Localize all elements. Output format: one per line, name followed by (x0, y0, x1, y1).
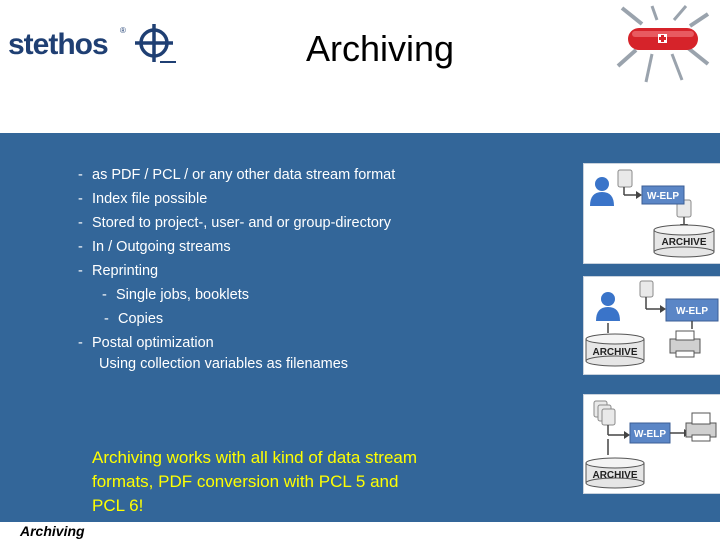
user-icon (596, 292, 620, 321)
documents-stack-icon (593, 400, 616, 426)
footer-label: Archiving (20, 523, 85, 539)
diagram-archive-flow-3: W-ELP ARCHIVE (583, 394, 720, 494)
printer-icon (685, 412, 717, 442)
logo-registered-mark: ® (120, 26, 126, 35)
list-item: -Index file possible (78, 191, 208, 207)
swiss-knife-icon (616, 5, 710, 83)
diagram-archive-flow-1: W-ELP ARCHIVE (583, 163, 720, 264)
user-icon (590, 177, 614, 206)
welp-label: W-ELP (647, 191, 679, 202)
document-icon (617, 169, 633, 188)
archive-label: ARCHIVE (661, 237, 706, 248)
archive-batch-flow-graphic: W-ELP ARCHIVE (585, 400, 717, 489)
list-item: -Reprinting (78, 263, 159, 279)
crosshair-icon (135, 24, 176, 63)
summary-text: Archiving works with all kind of data st… (92, 448, 418, 515)
welp-label: W-ELP (634, 429, 666, 440)
slide-footer: Archiving (0, 522, 720, 540)
archive-database-icon: ARCHIVE (585, 333, 645, 367)
archive-label: ARCHIVE (592, 347, 637, 358)
archive-database-icon: ARCHIVE (585, 457, 645, 489)
stethos-logo: stethos ® (8, 22, 178, 72)
archive-print-flow-graphic: W-ELP ARCHIVE (585, 280, 719, 367)
welp-label: W-ELP (676, 306, 708, 317)
document-icon (639, 280, 654, 298)
printer-icon (669, 330, 701, 358)
list-item: -as PDF / PCL / or any other data stream… (78, 167, 396, 183)
list-item: Using collection variables as filenames (99, 356, 349, 372)
logo-wordmark: stethos (8, 28, 109, 61)
archive-flow-graphic: W-ELP ARCHIVE (590, 169, 715, 258)
slide-title: Archiving (305, 28, 455, 69)
slide-header: stethos ® Archiving (0, 0, 720, 133)
list-item: -In / Outgoing streams (78, 239, 231, 255)
list-item: -Copies (104, 311, 164, 327)
list-item: -Stored to project-, user- and or group-… (78, 215, 391, 231)
list-item: -Postal optimization (78, 335, 214, 351)
archive-database-icon: ARCHIVE (653, 224, 715, 258)
list-item: -Single jobs, booklets (102, 287, 249, 303)
diagram-archive-flow-2: W-ELP ARCHIVE (583, 276, 720, 375)
archive-label: ARCHIVE (592, 470, 637, 481)
